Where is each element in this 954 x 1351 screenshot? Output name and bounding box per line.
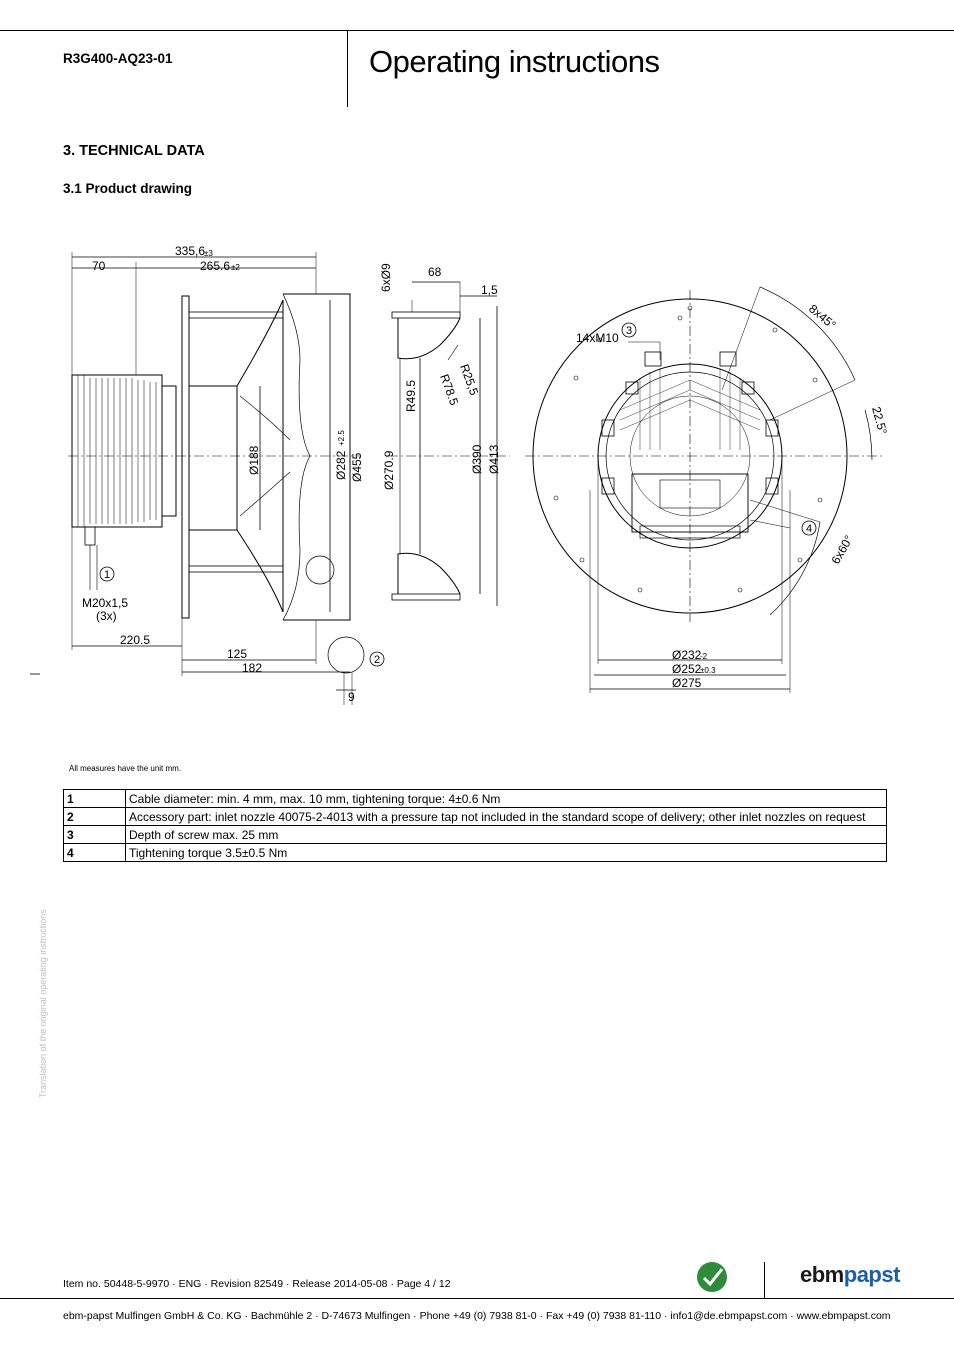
dim-d252-tol: ±0.3: [700, 666, 716, 675]
dim-d252: Ø252: [672, 662, 702, 676]
dim-d413: Ø413: [487, 444, 501, 474]
dim-length2: 265.6: [200, 259, 230, 273]
dim-d282: Ø282: [334, 450, 348, 480]
green-tech-badge-icon: [697, 1262, 727, 1292]
side-note: Translation of the original operating in…: [38, 909, 48, 1098]
dim-d188: Ø188: [247, 445, 261, 475]
callout-1: 1: [104, 569, 110, 581]
note-number: 4: [63, 843, 126, 862]
document-title: Operating instructions: [369, 44, 660, 79]
table-row: 3 Depth of screw max. 25 mm: [63, 825, 887, 844]
callout-3: 3: [626, 325, 632, 337]
dim-overall-length: 335,6: [175, 244, 205, 258]
header-top-rule: [0, 30, 954, 31]
note-number: 1: [63, 789, 126, 808]
dim-d232: Ø232: [672, 648, 702, 662]
dim-d390: Ø390: [470, 444, 484, 474]
note-text: Tightening torque 3.5±0.5 Nm: [125, 843, 887, 862]
dim-r49: R49.5: [404, 380, 418, 412]
dim-left-offset: 70: [92, 259, 106, 273]
dim-68: 68: [428, 265, 442, 279]
dim-d455: Ø455: [350, 452, 364, 482]
dim-182: 182: [242, 661, 262, 675]
dim-d232-tol: -2: [700, 652, 708, 661]
side-view: [68, 252, 365, 705]
callout-2: 2: [374, 654, 380, 666]
dim-ang-22-5: 22.5°: [869, 405, 890, 436]
dim-d282-tol: +2.5: [337, 430, 346, 446]
section-title: 3. TECHNICAL DATA: [63, 143, 205, 159]
dim-holes: 6xØ9: [379, 263, 393, 292]
footer-item-line: Item no. 50448-5-9970 · ENG · Revision 8…: [63, 1278, 451, 1290]
callouts: 1 2 3 4: [99, 322, 817, 667]
dim-d270: Ø270.9: [382, 450, 396, 490]
product-code: R3G400-AQ23-01: [63, 51, 173, 66]
table-row: 1 Cable diameter: min. 4 mm, max. 10 mm,…: [63, 789, 887, 808]
dim-r78: R78.5: [437, 372, 461, 407]
footer-rule: [0, 1298, 954, 1299]
front-view: [525, 286, 885, 693]
dim-r25: R25,5: [457, 362, 481, 397]
dim-ang-8x45: 8x45°: [806, 302, 839, 333]
dim-ang-6x60: 6x60°: [828, 533, 856, 567]
dim-9: 9: [348, 690, 355, 704]
nozzle-view: [388, 281, 510, 606]
dim-length2-tol: ±2: [231, 263, 240, 272]
table-row: 4 Tightening torque 3.5±0.5 Nm: [63, 843, 887, 862]
cable-thread: M20x1,5: [82, 596, 128, 610]
dim-125: 125: [227, 647, 247, 661]
logo-part-ebm: ebm: [800, 1262, 844, 1287]
header-divider: [347, 30, 348, 107]
logo-part-papst: papst: [843, 1262, 901, 1287]
note-number: 3: [63, 825, 126, 844]
cable-qty: (3x): [96, 609, 117, 623]
nozzle-labels: 6xØ9 68 1,5 R49.5 R78.5 R25,5 Ø270.9 Ø39…: [379, 263, 501, 490]
units-note: All measures have the unit mm.: [69, 764, 182, 773]
product-drawing: 335,6 ±3 70 265.6 ±2 Ø188 Ø282 +2.5 Ø455…: [30, 244, 890, 705]
dim-1-5: 1,5: [481, 283, 498, 297]
footer-logo-divider: [764, 1262, 765, 1298]
ebmpapst-logo: ebmpapst: [800, 1262, 900, 1288]
callout-4: 4: [806, 523, 812, 535]
dim-220: 220.5: [120, 633, 150, 647]
side-view-labels: 335,6 ±3 70 265.6 ±2 Ø188 Ø282 +2.5 Ø455…: [82, 244, 364, 704]
subsection-title: 3.1 Product drawing: [63, 181, 193, 196]
table-row: 2 Accessory part: inlet nozzle 40075-2-4…: [63, 807, 887, 826]
footer-company-line: ebm-papst Mulfingen GmbH & Co. KG · Bach…: [63, 1310, 891, 1322]
note-text: Accessory part: inlet nozzle 40075-2-401…: [125, 807, 887, 826]
note-text: Depth of screw max. 25 mm: [125, 825, 887, 844]
dim-thread: 14xM10: [576, 331, 619, 345]
note-number: 2: [63, 807, 126, 826]
note-text: Cable diameter: min. 4 mm, max. 10 mm, t…: [125, 789, 887, 808]
dim-overall-tol: ±3: [204, 249, 213, 258]
notes-table: 1 Cable diameter: min. 4 mm, max. 10 mm,…: [63, 789, 887, 862]
dim-d275: Ø275: [672, 676, 702, 690]
